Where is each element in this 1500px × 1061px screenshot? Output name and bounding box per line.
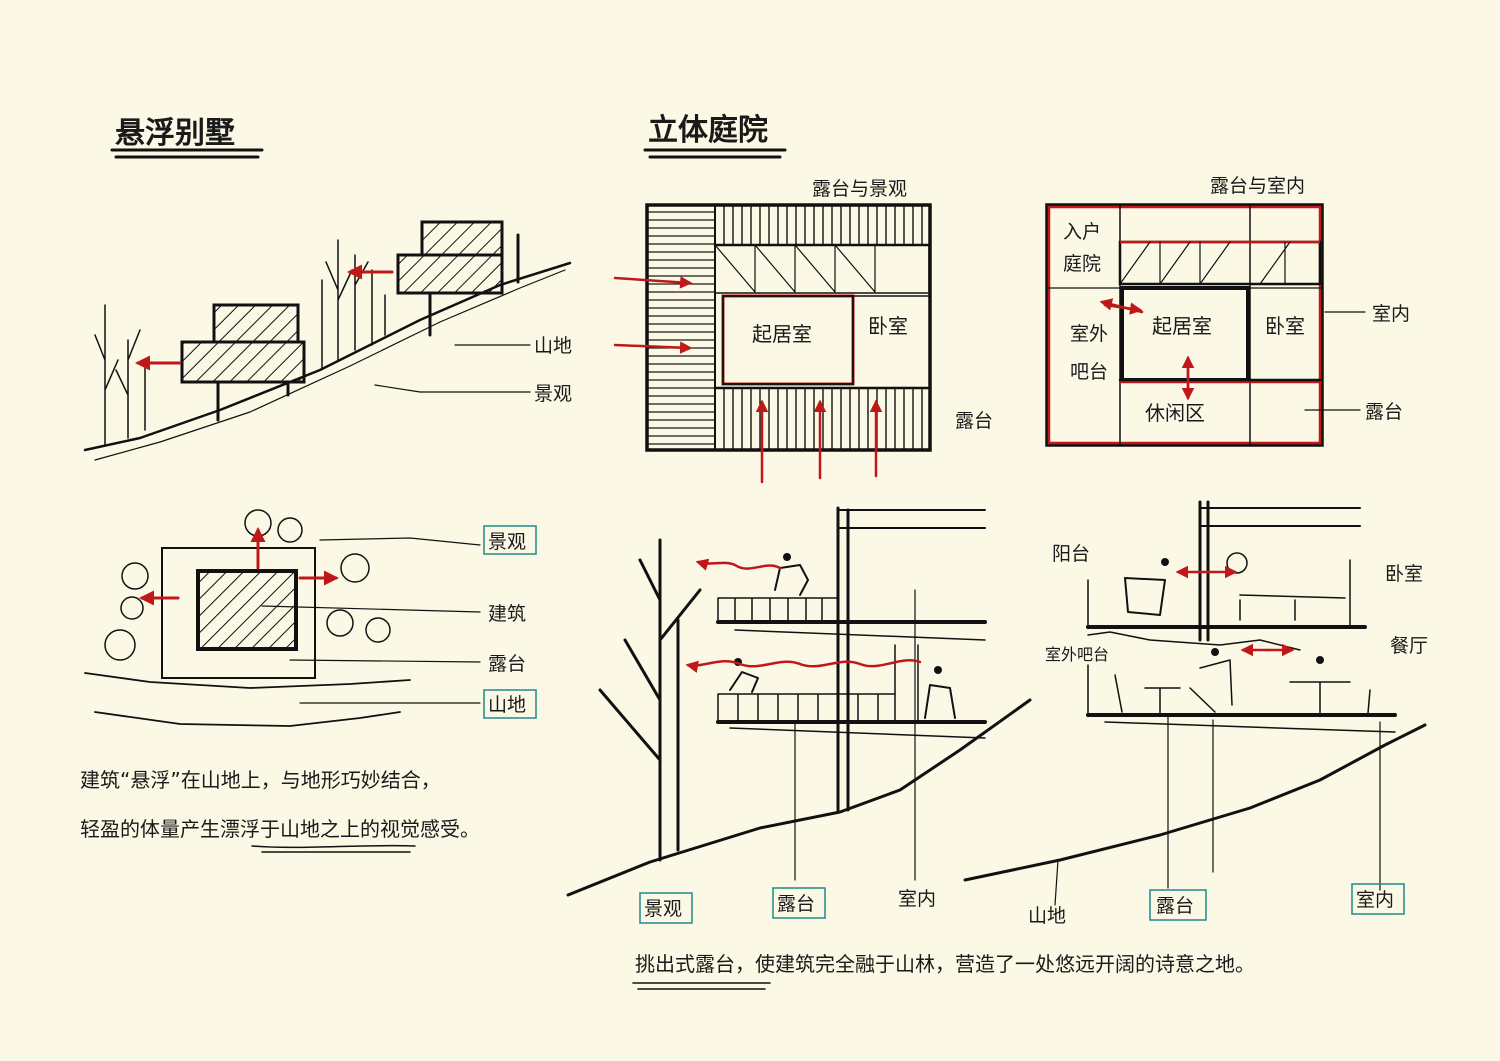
label-mountain-2: 山地: [488, 694, 526, 716]
section1-label-view: 景观: [644, 898, 682, 920]
title-underline-left: [110, 148, 264, 159]
label-building: 建筑: [488, 603, 526, 625]
plan1-room-bedroom: 卧室: [868, 314, 908, 338]
plan1-room-living: 起居室: [752, 322, 812, 346]
note-left-line1: 建筑“悬浮”在山地上，与地形巧妙结合，: [80, 768, 441, 792]
plan1-label-terrace: 露台: [955, 410, 993, 432]
section2-label-balcony: 阳台: [1052, 543, 1090, 565]
section2-label-bedroom: 卧室: [1385, 563, 1423, 585]
label-view-2: 景观: [488, 531, 526, 553]
plan1-title: 露台与景观: [812, 178, 907, 200]
plan2-title: 露台与室内: [1210, 175, 1305, 197]
section2-label-mountain: 山地: [1028, 905, 1066, 927]
plan2-bar-line2: 吧台: [1070, 361, 1108, 383]
floor-plan-terrace-view: [613, 203, 932, 484]
plan2-label-indoor: 室内: [1372, 303, 1410, 325]
tag-view: [483, 525, 537, 555]
plan2-label-terrace: 露台: [1365, 401, 1403, 423]
plan2-room-bedroom: 卧室: [1265, 314, 1305, 338]
note-bottom: 挑出式露台，使建筑完全融于山林，营造了一处悠远开阔的诗意之地。: [635, 952, 1255, 976]
label-terrace-2: 露台: [488, 653, 526, 675]
plan2-entry-line2: 庭院: [1063, 253, 1101, 275]
tag-section2-terrace: [1149, 889, 1207, 921]
section2-label-indoor: 室内: [1356, 889, 1394, 911]
section-cantilevered-terrace-1: [566, 506, 1032, 897]
section2-label-dining: 餐厅: [1390, 635, 1428, 657]
section2-label-terrace: 露台: [1156, 895, 1194, 917]
tag-section1-view: [639, 892, 693, 924]
title-underline-right: [643, 148, 787, 159]
floor-plan-terrace-indoor: [1045, 203, 1366, 447]
tag-section2-indoor: [1351, 883, 1405, 915]
plan2-entry-line1: 入户: [1063, 221, 1101, 243]
plan2-room-living: 起居室: [1152, 314, 1212, 338]
tag-section1-terrace: [772, 887, 826, 919]
section1-label-indoor: 室内: [898, 888, 936, 910]
note-left-line2: 轻盈的体量产生漂浮于山地之上的视觉感受。: [80, 817, 480, 841]
tag-mountain: [483, 689, 537, 719]
plan-with-trees-sketch: [84, 509, 481, 727]
title-3d-courtyard: 立体庭院: [648, 113, 768, 148]
hillside-section-sketch: [83, 220, 572, 461]
section1-label-terrace: 露台: [777, 893, 815, 915]
plan2-bar-line1: 室外: [1070, 323, 1108, 345]
title-floating-villa: 悬浮别墅: [115, 116, 235, 151]
section2-label-bar: 室外吧台: [1045, 645, 1109, 664]
plan2-room-leisure: 休闲区: [1145, 401, 1205, 425]
label-view-1: 景观: [534, 383, 572, 405]
section-cantilevered-terrace-2: [963, 500, 1427, 906]
label-mountain-1: 山地: [534, 335, 572, 357]
